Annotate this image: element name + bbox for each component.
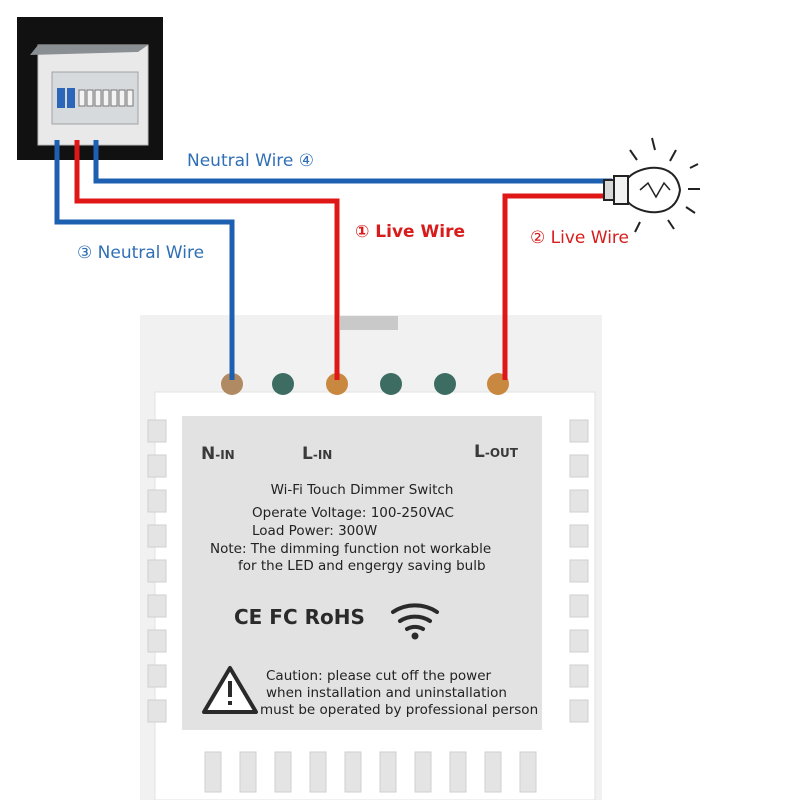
breaker-panel-icon: [17, 17, 163, 160]
product-title: Wi-Fi Touch Dimmer Switch: [271, 482, 454, 498]
terminal-label-l-in: L-IN: [302, 444, 332, 464]
terminal-l-in-screw: [326, 373, 348, 395]
terminal-label-l-out: L-OUT: [474, 442, 519, 462]
caution-line-1: Caution: please cut off the power: [266, 668, 492, 684]
live-wire-to-l-in: [74, 140, 340, 380]
light-bulb-icon: [603, 137, 700, 233]
label-plate: [182, 416, 542, 730]
terminal-screw: [272, 373, 294, 395]
label-live-wire-1: ① Live Wire: [355, 222, 465, 242]
terminal-screw: [434, 373, 456, 395]
spec-voltage: Operate Voltage: 100-250VAC: [252, 505, 454, 521]
warning-icon: [202, 666, 258, 714]
caution-line-2: when installation and uninstallation: [266, 685, 507, 701]
live-wire-to-bulb: [502, 193, 612, 380]
caution-line-3: must be operated by professional person: [260, 702, 538, 718]
note-line-2: for the LED and engergy saving bulb: [238, 558, 486, 574]
spec-power: Load Power: 300W: [252, 523, 377, 539]
certification-marks: CE FC RoHS: [234, 605, 365, 629]
neutral-wire-to-bulb: [93, 140, 612, 184]
terminal-label-n-in: N-IN: [201, 444, 235, 464]
terminal-n-in-screw: [221, 373, 243, 395]
wifi-icon: [391, 603, 439, 640]
neutral-wire-to-n-in: [54, 140, 235, 380]
note-line-1: Note: The dimming function not workable: [210, 541, 491, 557]
label-live-wire-2: ② Live Wire: [530, 228, 629, 248]
label-neutral-wire-3: ③ Neutral Wire: [77, 243, 204, 263]
label-neutral-wire-4: Neutral Wire ④: [187, 151, 314, 171]
terminal-screw: [380, 373, 402, 395]
